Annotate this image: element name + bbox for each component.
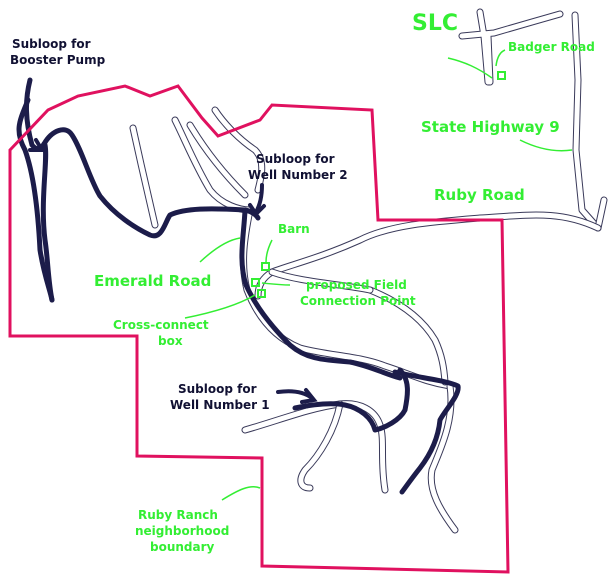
barn-label: Barn [278, 222, 310, 236]
badger-road-label: Badger Road [508, 40, 595, 54]
slc-label: SLC [412, 11, 458, 36]
cross-connect-box-label: Cross-connect box [113, 318, 213, 348]
subloop-well-2-line [239, 207, 403, 381]
cross-connect-marker-icon [257, 289, 266, 298]
subloop-booster-pump-label: Subloop for Booster Pump [10, 37, 106, 67]
subloop-well-1-line [392, 369, 461, 495]
emerald-road-label: Emerald Road [94, 272, 211, 290]
proposed-field-connection-label: proposed Field Connection Point [300, 278, 416, 308]
ruby-ranch-boundary [8, 84, 510, 574]
barn-marker-icon [261, 262, 270, 271]
subloop-well-2-label: Subloop for Well Number 2 [248, 152, 348, 182]
neighborhood-boundary-label: Ruby Ranch neighborhood boundary [135, 508, 234, 554]
field-connection-marker-icon [251, 278, 260, 287]
slc-marker-icon [497, 71, 506, 80]
subloop-well-1-label: Subloop for Well Number 1 [170, 382, 270, 412]
ruby-road-label: Ruby Road [434, 186, 525, 204]
road-network [129, 8, 608, 534]
subloop-network [16, 77, 461, 495]
state-highway-9-label: State Highway 9 [421, 118, 560, 136]
pointer-lines [28, 49, 573, 501]
